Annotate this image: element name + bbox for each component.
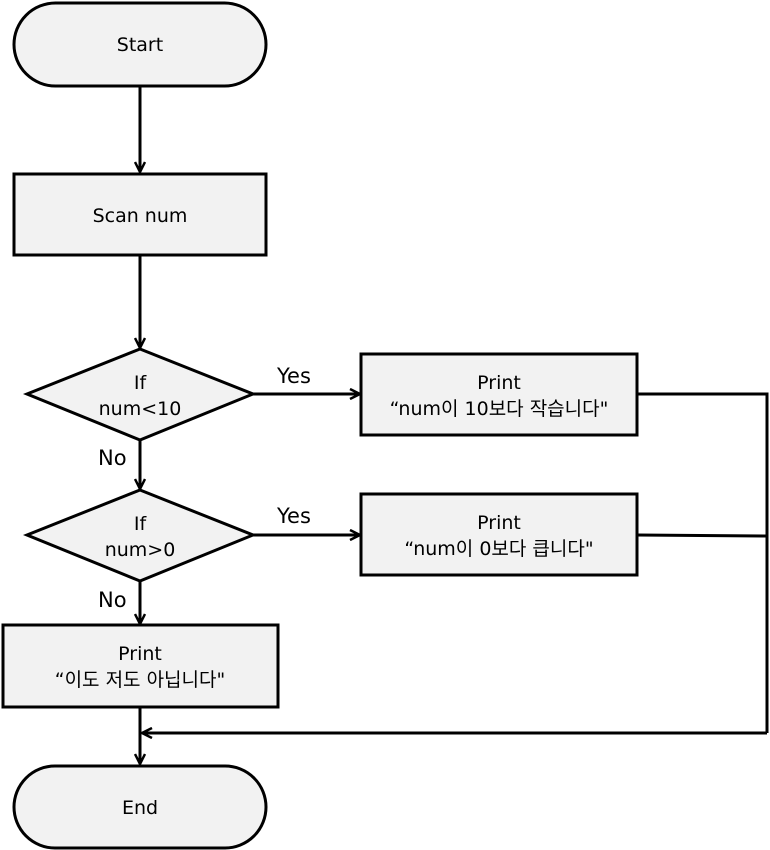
start-terminator: Start <box>12 1 268 88</box>
connector-print1-merge <box>637 392 769 733</box>
print-2-line1: Print <box>477 512 521 534</box>
print-1-line1: Print <box>477 372 521 394</box>
decision-num-less-than-10: If num<10 <box>22 347 258 442</box>
print-1-line2: “num이 10보다 작습니다" <box>390 398 609 420</box>
scan-label: Scan num <box>93 205 188 227</box>
edge-label-cond1-yes: Yes <box>276 364 311 388</box>
end-label: End <box>122 797 158 819</box>
decision-2-line2: num>0 <box>105 539 176 561</box>
print-2-line2: “num이 0보다 큽니다" <box>404 538 593 560</box>
edge-label-cond1-no: No <box>98 446 127 470</box>
edge-label-cond2-yes: Yes <box>276 504 311 528</box>
edge-label-cond2-no: No <box>98 588 127 612</box>
decision-1-line2: num<10 <box>99 398 182 420</box>
decision-num-greater-than-0: If num>0 <box>22 488 258 583</box>
scan-process: Scan num <box>12 172 268 257</box>
print-greater-than-0-process: Print “num이 0보다 큽니다" <box>359 492 639 577</box>
print-neither-process: Print “이도 저도 아닙니다" <box>1 623 280 709</box>
start-label: Start <box>117 34 163 56</box>
decision-1-line1: If <box>134 372 148 394</box>
connector-print2-merge <box>636 533 768 538</box>
print-less-than-10-process: Print “num이 10보다 작습니다" <box>359 352 639 437</box>
print-3-line1: Print <box>118 643 162 665</box>
print-3-line2: “이도 저도 아닙니다" <box>55 669 226 691</box>
decision-2-line1: If <box>134 513 148 535</box>
end-terminator: End <box>12 764 268 850</box>
